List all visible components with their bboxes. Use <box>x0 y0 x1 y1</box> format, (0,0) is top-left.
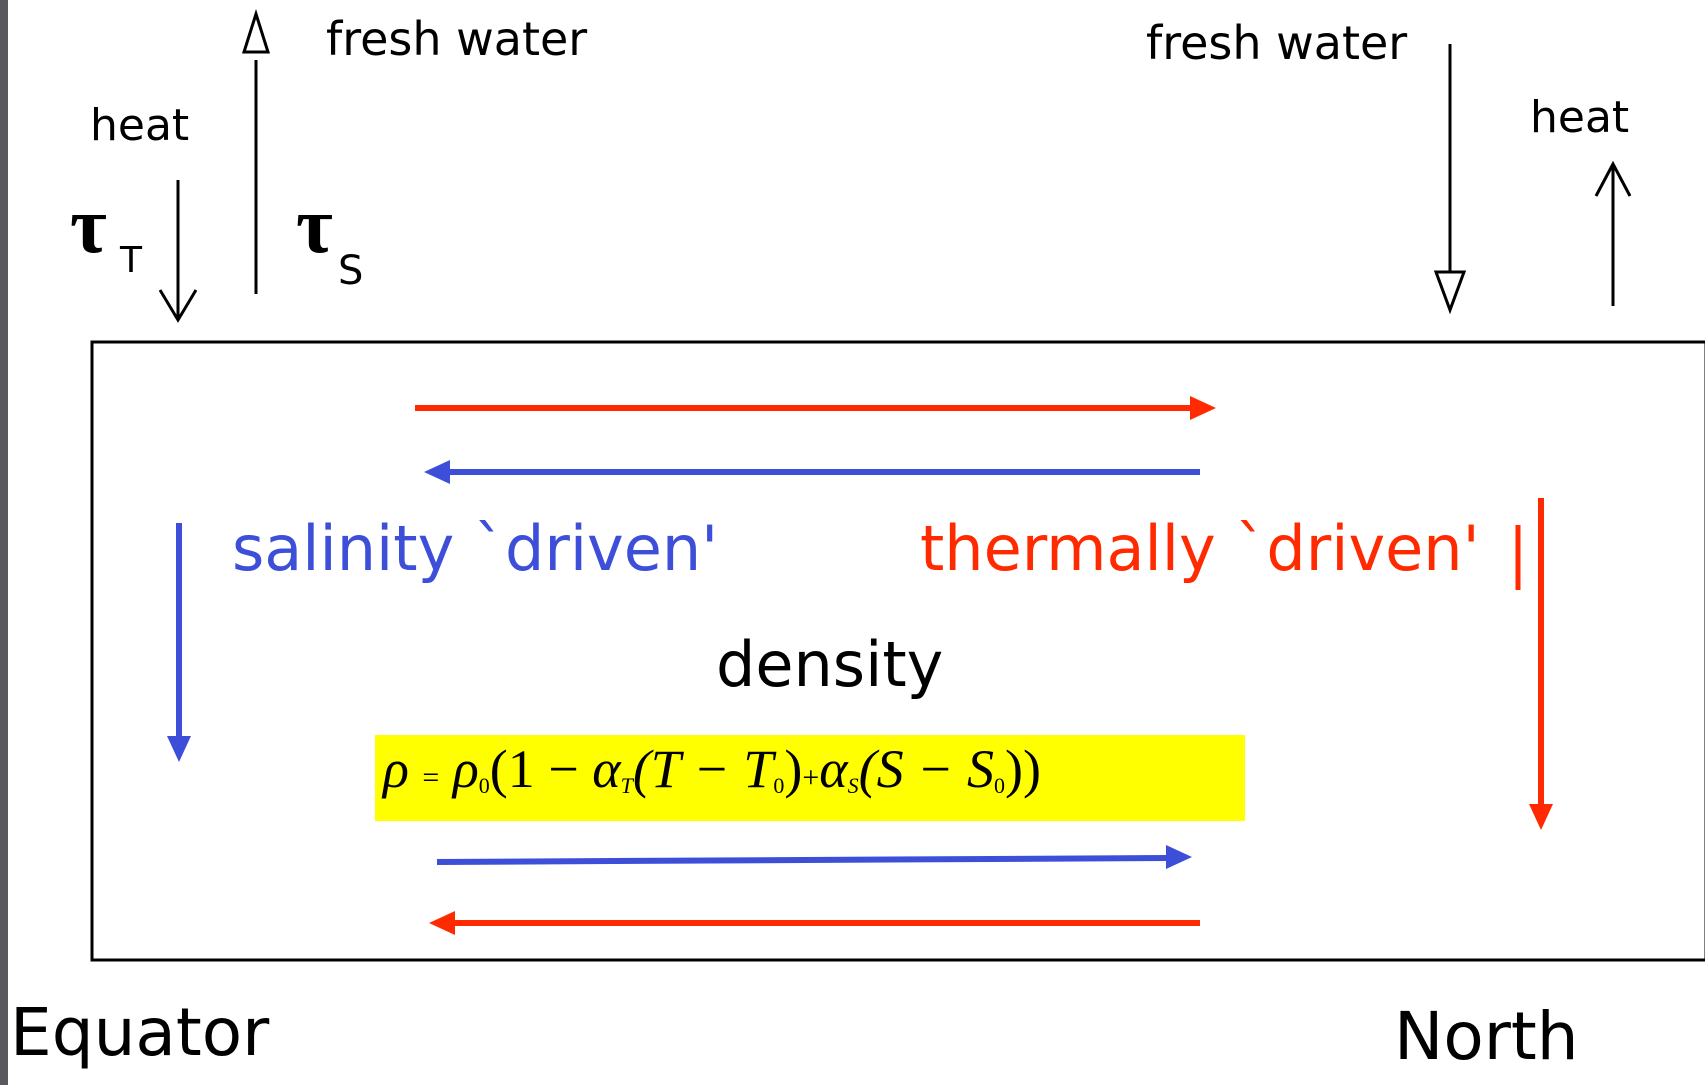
tau-s-subscript: S <box>338 248 364 294</box>
diagram-graphics <box>90 9 1705 962</box>
thermally-driven-label: thermally `driven' <box>920 512 1480 585</box>
eq-open: (1 − <box>489 739 579 799</box>
salinity-deep-flow-arrow <box>436 845 1192 869</box>
salinity-surface-flow-arrow <box>424 460 1200 484</box>
eq-rho0-sub: 0 <box>478 773 490 798</box>
eq-alpha-s-sub: S <box>847 773 859 798</box>
eq-close1: ) <box>784 739 803 799</box>
salinity-driven-label: salinity `driven' <box>232 512 719 585</box>
eq-alpha-t-sub: T <box>620 773 633 798</box>
fresh-water-in-label: fresh water <box>1146 16 1408 70</box>
equation-highlight <box>375 735 1245 821</box>
eq-alpha-t: α <box>592 739 621 799</box>
equator-label: Equator <box>10 994 270 1071</box>
ocean-basin-box <box>90 340 1705 962</box>
fresh-water-out-arrow <box>241 9 271 294</box>
fresh-water-in-arrow <box>1433 44 1467 315</box>
heat-in-label: heat <box>90 100 190 151</box>
eq-t-term: (T − T <box>632 739 774 799</box>
eq-close2: )) <box>1005 739 1041 799</box>
tau-s-symbol: τ <box>296 182 333 270</box>
density-equation: ρ = ρ0(1 − αT(T − T0)+αS(S − S0)) <box>383 742 1041 797</box>
diagram-canvas: heat fresh water fresh water heat τ T τ … <box>8 0 1705 1085</box>
density-label: density <box>716 628 944 701</box>
heat-in-arrow <box>158 180 198 323</box>
eq-rho: ρ <box>383 739 409 799</box>
salinity-sinking-arrow <box>167 523 191 762</box>
heat-out-arrow <box>1594 160 1632 306</box>
tau-t-symbol: τ <box>70 182 107 270</box>
eq-rho0: ρ <box>452 739 479 799</box>
fresh-water-out-label: fresh water <box>326 12 588 66</box>
thermal-sinking-arrow <box>1529 498 1553 830</box>
eq-t0-sub: 0 <box>773 773 785 798</box>
tau-t-subscript: T <box>120 240 142 281</box>
eq-alpha-s: α <box>819 739 848 799</box>
eq-plus: + <box>802 761 820 794</box>
thermal-surface-flow-arrow <box>415 396 1216 420</box>
eq-s0-sub: 0 <box>994 773 1006 798</box>
thermal-deep-flow-arrow <box>429 911 1200 935</box>
north-label: North <box>1394 998 1579 1075</box>
eq-equals: = <box>422 761 440 794</box>
eq-s-term: (S − S <box>858 739 995 799</box>
heat-out-label: heat <box>1530 92 1630 143</box>
